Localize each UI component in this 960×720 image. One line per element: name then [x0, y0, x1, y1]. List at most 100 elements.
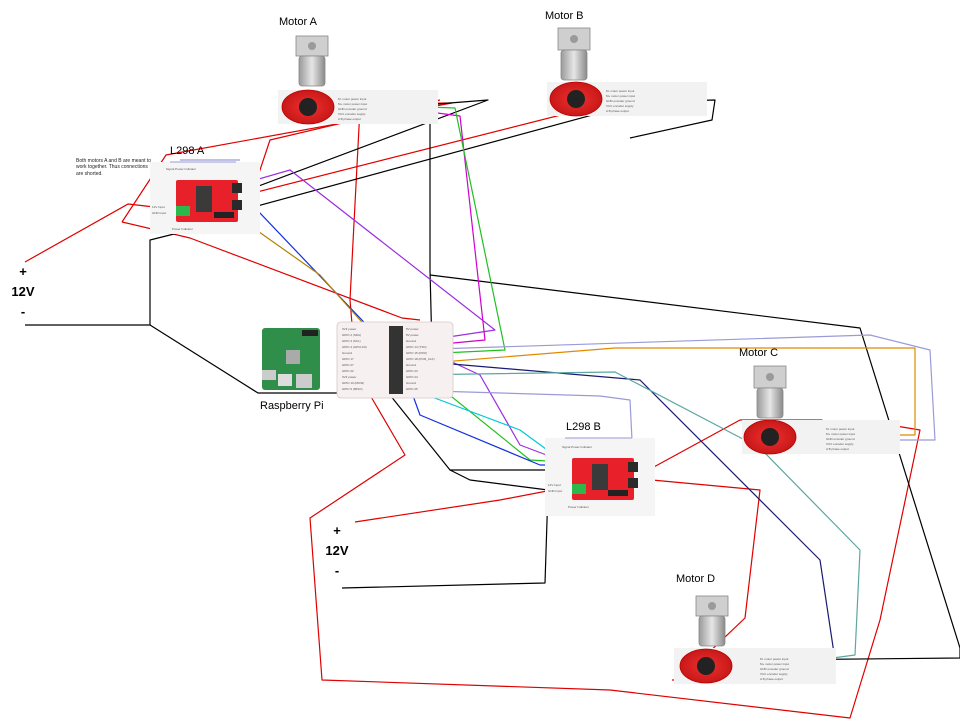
- motor-c-disc-hub: [761, 428, 779, 446]
- wire-ground-supply-b: [341, 469, 549, 589]
- motor-c-shaft: [766, 373, 774, 381]
- svg-text:Signal Power Indicator: Signal Power Indicator: [166, 167, 196, 171]
- raspberry-pi-label: Raspberry Pi: [260, 400, 324, 412]
- motor-b-body: [560, 49, 588, 81]
- svg-text:M- motor power input: M- motor power input: [826, 427, 855, 431]
- pi-ethernet: [296, 374, 312, 388]
- svg-text:GPIO 18 (PCM_CLK): GPIO 18 (PCM_CLK): [406, 357, 435, 361]
- svg-text:3V3 power: 3V3 power: [342, 327, 356, 331]
- l298-a-signal-header: [214, 212, 234, 218]
- svg-text:GND encoder ground: GND encoder ground: [826, 437, 855, 441]
- motor-a-body: [298, 55, 326, 87]
- svg-text:GPIO 24: GPIO 24: [406, 375, 418, 379]
- svg-text:3V3 power: 3V3 power: [342, 375, 356, 379]
- svg-text:VCC encoder supply: VCC encoder supply: [760, 672, 788, 676]
- power-supply-b-voltage: 12V: [325, 543, 349, 559]
- gpio-header-strip: [389, 326, 403, 394]
- l298-a-label: L298 A: [170, 145, 205, 157]
- wire-signal-lavender: [404, 334, 936, 441]
- svg-text:Ground: Ground: [406, 363, 416, 367]
- motor-d-label: Motor D: [676, 573, 716, 585]
- svg-text:GND Input: GND Input: [548, 489, 562, 493]
- svg-text:GPIO 15 (RXD): GPIO 15 (RXD): [406, 351, 427, 355]
- power-supply-b: + 12V -: [320, 521, 354, 581]
- motor-b-pin-labels: M- motor power input M+ motor power inpu…: [606, 89, 635, 113]
- svg-text:A B phase output: A B phase output: [826, 447, 849, 451]
- svg-text:Ground: Ground: [406, 381, 416, 385]
- svg-text:VCC encoder supply: VCC encoder supply: [606, 104, 634, 108]
- l298-b-power-terminal: [572, 484, 586, 494]
- motor-d-body: [698, 615, 726, 647]
- svg-text:M+ motor power input: M+ motor power input: [338, 102, 367, 106]
- raspberry-pi: [262, 328, 320, 390]
- wire-ground-a-b: [429, 274, 960, 661]
- svg-text:12V Input: 12V Input: [548, 483, 561, 487]
- wire-power-a-to-b: [309, 107, 921, 719]
- svg-text:Power Indicator: Power Indicator: [568, 505, 589, 509]
- power-supply-b-minus: -: [334, 563, 340, 579]
- motor-c: M- motor power input M+ motor power inpu…: [742, 365, 900, 455]
- svg-text:GPIO 10 (MOSI): GPIO 10 (MOSI): [342, 381, 364, 385]
- motor-a-shaft: [308, 42, 316, 50]
- svg-text:5V power: 5V power: [406, 333, 419, 337]
- wire-ground-motor-b: [249, 99, 716, 209]
- wire-power-supply-a: [24, 203, 164, 263]
- svg-text:12V Input: 12V Input: [152, 205, 165, 209]
- motor-d-pin-labels: M- motor power input M+ motor power inpu…: [760, 657, 789, 681]
- svg-text:A B phase output: A B phase output: [760, 677, 783, 681]
- l298-b-board: Signal Power Indicator 12V Input GND Inp…: [545, 437, 655, 516]
- wire-signal-purple-a: [237, 169, 496, 346]
- wire-signal-magenta: [339, 99, 486, 349]
- motor-c-label: Motor C: [739, 347, 779, 359]
- svg-text:VCC encoder supply: VCC encoder supply: [338, 112, 366, 116]
- svg-text:Ground: Ground: [342, 351, 352, 355]
- svg-text:GPIO 25: GPIO 25: [406, 387, 418, 391]
- power-supply-a-minus: -: [20, 304, 26, 320]
- motor-a-pin-labels: M- motor power input M+ motor power inpu…: [338, 97, 367, 121]
- svg-text:M- motor power input: M- motor power input: [760, 657, 789, 661]
- svg-text:GPIO 17: GPIO 17: [342, 357, 354, 361]
- pi-usb-1: [262, 370, 276, 380]
- svg-text:GPIO 9 (MISO): GPIO 9 (MISO): [342, 387, 363, 391]
- pi-soc: [286, 350, 300, 364]
- svg-text:Ground: Ground: [406, 339, 416, 343]
- l298-b-signal-header: [608, 490, 628, 496]
- pi-usb-2: [278, 374, 292, 386]
- svg-text:GND Input: GND Input: [152, 211, 166, 215]
- svg-text:GND encoder ground: GND encoder ground: [606, 99, 635, 103]
- motor-a-label: Motor A: [279, 16, 317, 28]
- svg-text:Signal Power Indicator: Signal Power Indicator: [562, 445, 592, 449]
- l298-a-terminal-out2: [232, 200, 242, 210]
- motor-c-pin-labels: M- motor power input M+ motor power inpu…: [826, 427, 855, 451]
- motor-b-shaft: [570, 35, 578, 43]
- svg-text:GPIO 27: GPIO 27: [342, 363, 354, 367]
- power-supply-a: + 12V -: [6, 262, 40, 322]
- svg-text:A B phase output: A B phase output: [338, 117, 361, 121]
- svg-text:M+ motor power input: M+ motor power input: [760, 662, 789, 666]
- l298-a-heatsink: [196, 186, 212, 212]
- svg-text:GPIO 3 (SCL): GPIO 3 (SCL): [342, 339, 361, 343]
- svg-text:GPIO 22: GPIO 22: [342, 369, 354, 373]
- motor-c-body: [756, 387, 784, 419]
- l298-b-terminal-out2: [628, 478, 638, 488]
- pi-gpio-header: [302, 330, 318, 336]
- shorted-connections-note: Both motors A and B are meant to work to…: [76, 158, 152, 177]
- svg-text:M+ motor power input: M+ motor power input: [826, 432, 855, 436]
- motor-b-label: Motor B: [545, 10, 584, 22]
- wire-signal-teal: [404, 371, 861, 666]
- motor-d-disc-hub: [697, 657, 715, 675]
- motor-a-disc-hub: [299, 98, 317, 116]
- wire-signal-lavender-b: [399, 389, 633, 441]
- motor-a: M- motor power input M+ motor power inpu…: [278, 35, 438, 125]
- motor-b-disc-hub: [567, 90, 585, 108]
- svg-text:M+ motor power input: M+ motor power input: [606, 94, 635, 98]
- motor-b: M- motor power input M+ motor power inpu…: [547, 27, 707, 117]
- motor-d: M- motor power input M+ motor power inpu…: [674, 595, 836, 684]
- svg-text:GPIO 14 (TXD): GPIO 14 (TXD): [406, 345, 427, 349]
- svg-text:GND encoder ground: GND encoder ground: [338, 107, 367, 111]
- motor-d-shaft: [708, 602, 716, 610]
- l298-b-label: L298 B: [566, 421, 601, 433]
